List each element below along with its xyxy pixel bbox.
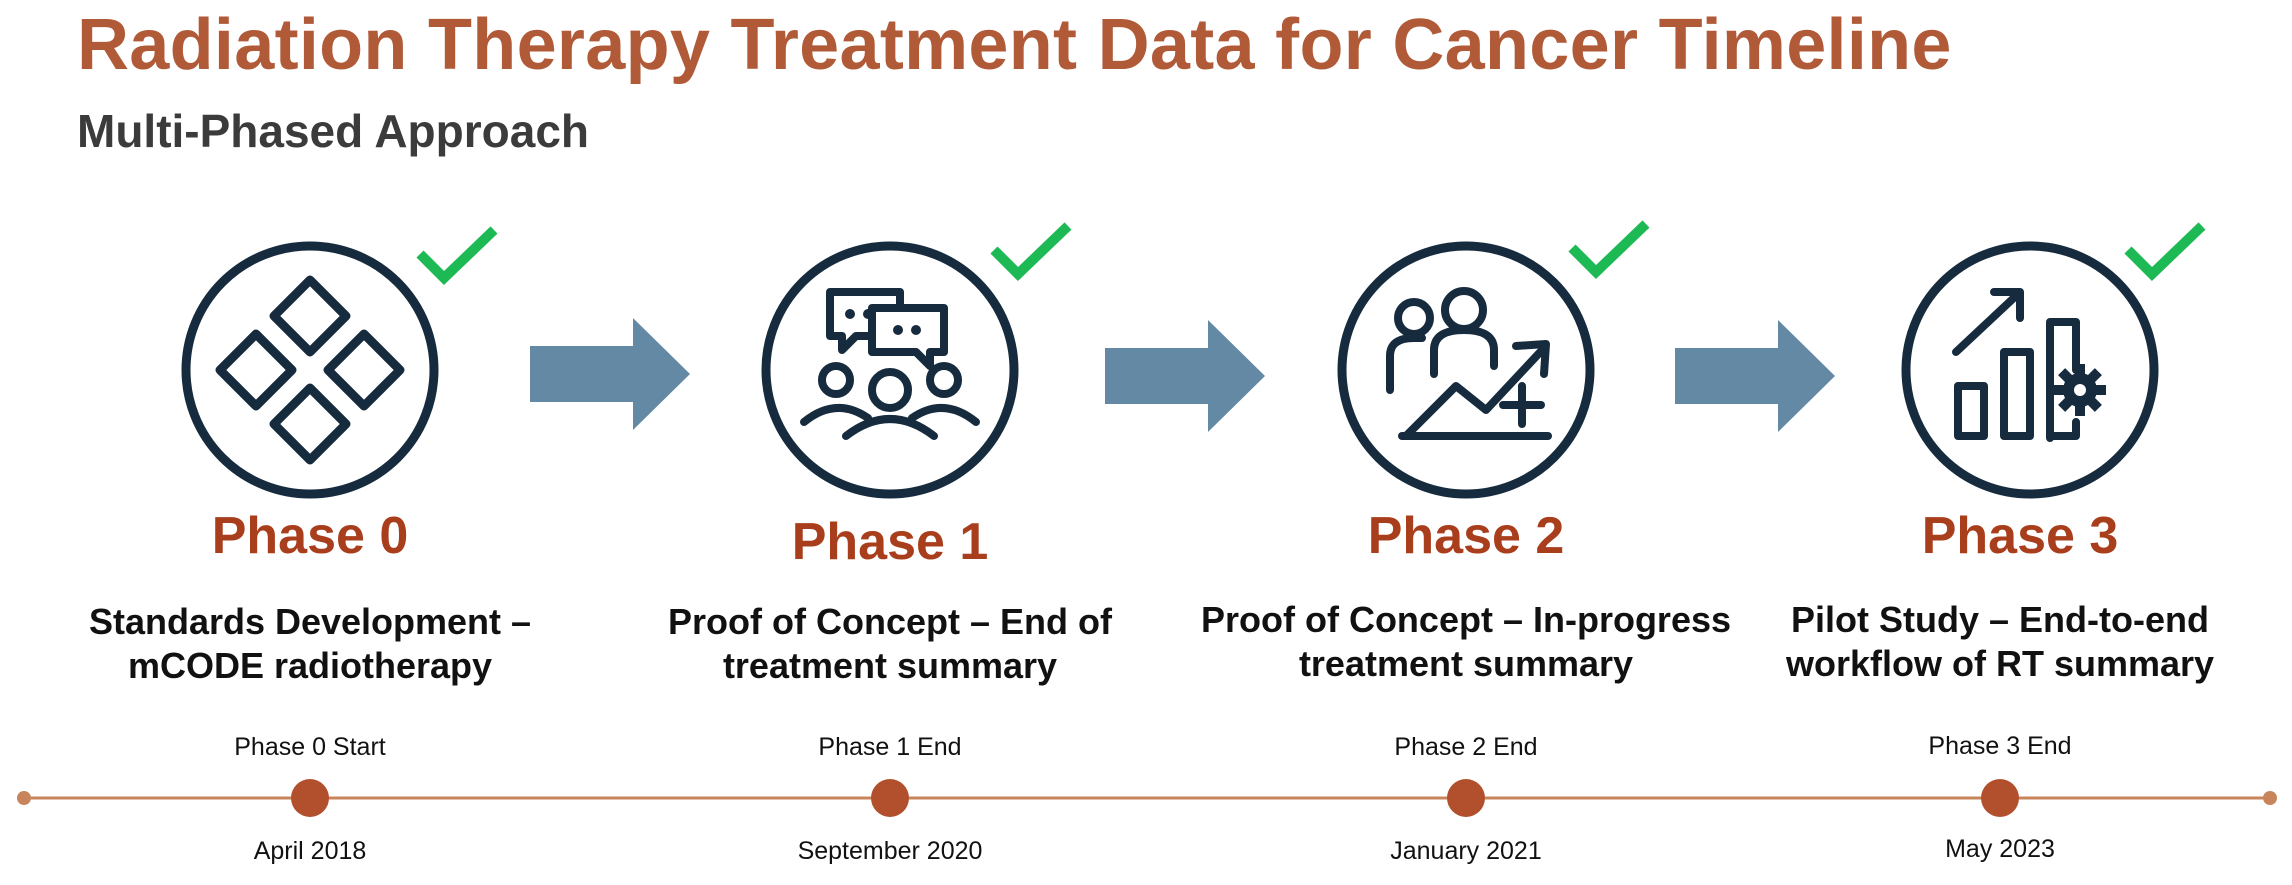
timeline-start-dot xyxy=(17,791,31,805)
timeline-marker-phase-0 xyxy=(291,779,329,817)
phase-2-description: Proof of Concept – In-progress treatment… xyxy=(1200,599,1732,684)
phase-2-icon-circle xyxy=(1336,240,1596,500)
phase-3-description: Pilot Study – End-to-end workflow of RT … xyxy=(1785,599,2215,684)
phase-1-description: Proof of Concept – End of treatment summ… xyxy=(668,601,1112,686)
phase-0-check-icon xyxy=(416,226,498,285)
page-title: Radiation Therapy Treatment Data for Can… xyxy=(77,5,1952,85)
phase-0-title: Phase 0 xyxy=(211,507,409,565)
phase-2-marker-label: Phase 2 End xyxy=(1394,733,1538,761)
phase-1-date: September 2020 xyxy=(797,837,983,865)
timeline-end-dot xyxy=(2263,791,2277,805)
diamond-grid-icon xyxy=(181,241,439,499)
phase-3-icon-circle xyxy=(1900,240,2160,500)
arrow-phase-0-to-1 xyxy=(530,318,690,430)
phase-0-marker-label: Phase 0 Start xyxy=(234,733,386,761)
phase-1-icon-circle xyxy=(760,240,1020,500)
phase-0-date: April 2018 xyxy=(253,837,367,865)
phase-2-check-icon xyxy=(1568,220,1650,279)
phase-3-date: May 2023 xyxy=(1945,835,2055,863)
timeline-marker-phase-3 xyxy=(1981,779,2019,817)
phase-2-date: January 2021 xyxy=(1390,837,1542,865)
bar-chart-gear-icon xyxy=(1901,241,2159,499)
growth-people-icon xyxy=(1337,241,1595,499)
timeline-marker-phase-2 xyxy=(1447,779,1485,817)
arrow-phase-1-to-2 xyxy=(1105,320,1265,432)
discussion-group-icon xyxy=(761,241,1019,499)
phase-2-title: Phase 2 xyxy=(1367,507,1565,565)
phase-1-marker-label: Phase 1 End xyxy=(818,733,962,761)
phase-3-title: Phase 3 xyxy=(1921,507,2119,565)
phase-1-title: Phase 1 xyxy=(791,513,989,571)
phase-3-check-icon xyxy=(2124,222,2206,281)
phase-0-icon-circle xyxy=(180,240,440,500)
phase-1-check-icon xyxy=(990,222,1072,281)
phase-3-marker-label: Phase 3 End xyxy=(1928,732,2072,760)
phase-0-description: Standards Development – mCODE radiothera… xyxy=(88,601,532,686)
page-subtitle: Multi-Phased Approach xyxy=(77,105,589,157)
arrow-phase-2-to-3 xyxy=(1675,320,1835,432)
timeline-marker-phase-1 xyxy=(871,779,909,817)
